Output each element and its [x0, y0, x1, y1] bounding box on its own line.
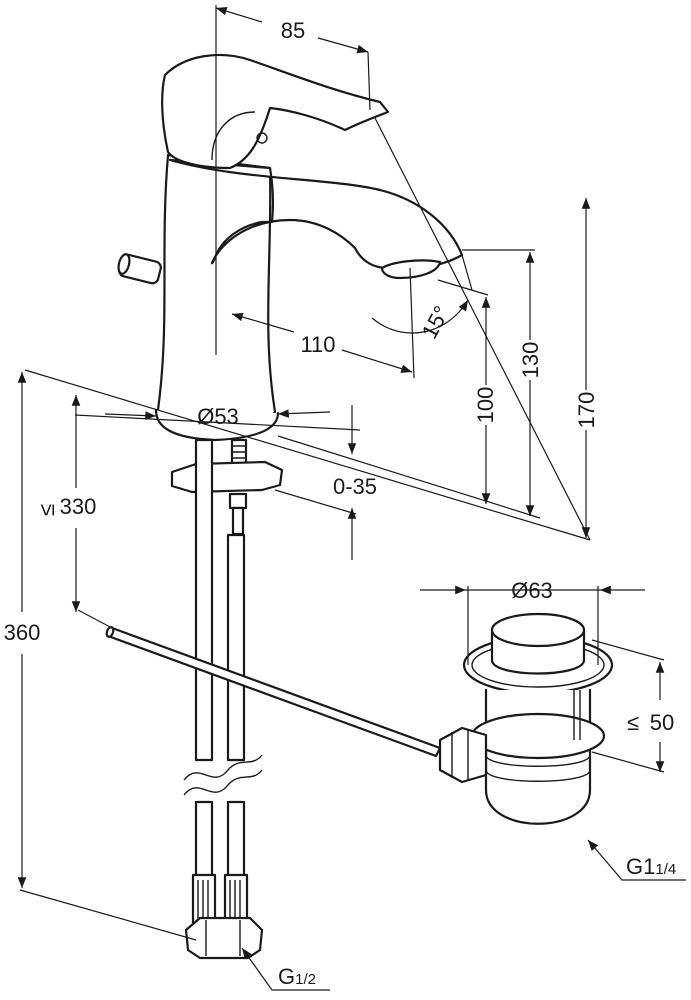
- dim-label-130: 130: [518, 342, 543, 379]
- faucet-spout: [168, 158, 464, 270]
- dim-label-50-symbol: ≤: [627, 710, 639, 735]
- dim-label-63: Ø63: [511, 578, 553, 603]
- dim-53-arrow-right: [277, 409, 331, 418]
- dim-110-line-left: [231, 312, 295, 333]
- spout-tip: [380, 259, 442, 280]
- dim-53-arrow-left: [104, 411, 157, 420]
- leader-g12: [241, 947, 330, 991]
- faucet-body-group: [117, 53, 464, 442]
- mounting-hardware: [170, 438, 284, 536]
- supply-hoses: [183, 438, 264, 960]
- dim-110-line-right: [341, 349, 413, 373]
- dim-label-170: 170: [574, 392, 599, 429]
- dim-label-53: Ø53: [197, 404, 239, 429]
- dim-label-15deg: 15°: [417, 302, 455, 343]
- handle-indicator-dot: [256, 132, 268, 144]
- dimension-labels: 85 110 15° Ø53 100 130 170 0-35 ≤ 330 36…: [4, 18, 677, 989]
- dim-label-50: 50: [650, 710, 674, 735]
- dim-label-110: 110: [300, 332, 335, 357]
- dim-label-330-symbol: ≤: [34, 504, 59, 516]
- dim-label-330: 330: [60, 494, 97, 519]
- thread-label-g114: G11/4: [626, 854, 676, 879]
- handle-lever: [161, 53, 390, 170]
- dim-label-360: 360: [4, 620, 41, 645]
- handle-detail: [211, 111, 256, 161]
- leader-g114: [587, 839, 686, 881]
- dim-15-arc: [371, 299, 469, 334]
- waste-side-nut: [438, 726, 488, 784]
- hose-crimp-fittings: [191, 873, 249, 927]
- reference-lines: [19, 5, 665, 941]
- popup-waste-assembly: [438, 612, 614, 825]
- mounting-bracket: [170, 460, 284, 494]
- dimension-lines: [17, 7, 686, 991]
- dim-label-85: 85: [281, 18, 305, 43]
- popup-rod: [105, 626, 442, 758]
- dim-85-line-right: [317, 37, 369, 54]
- popup-rod-knob: [117, 253, 162, 285]
- dim-label-100: 100: [473, 387, 498, 424]
- dim-label-035: 0-35: [333, 474, 377, 499]
- thread-label-g12: G1/2: [278, 964, 316, 989]
- dim-85-line-left: [215, 7, 263, 23]
- inlet-nut: [184, 916, 264, 960]
- hose-break-mark: [183, 754, 263, 781]
